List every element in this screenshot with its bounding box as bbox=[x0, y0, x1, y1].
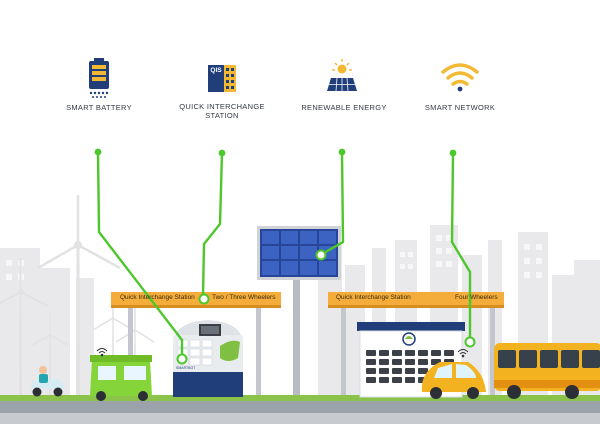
qis-station-icon bbox=[208, 65, 236, 92]
grass-strip bbox=[0, 395, 600, 401]
wifi-icon bbox=[441, 63, 479, 92]
connector-lines bbox=[96, 151, 472, 356]
solar-panel-icon bbox=[327, 59, 357, 92]
connector-endpoints bbox=[176, 249, 476, 365]
connector-dots bbox=[94, 148, 457, 157]
road bbox=[0, 401, 600, 413]
electric-car bbox=[421, 362, 486, 399]
battery-swap-kiosk bbox=[173, 320, 243, 397]
left-station-name: Quick Interchange Station bbox=[120, 294, 195, 301]
label-smart-network: SMART NETWORK bbox=[424, 103, 496, 112]
solar-panel-tower bbox=[257, 226, 341, 395]
electric-rickshaw bbox=[90, 355, 152, 401]
qis-icon-text: QIS bbox=[210, 67, 222, 74]
right-station-vehicle-type: Four Wheelers bbox=[455, 294, 498, 301]
label-qis-line2: STATION bbox=[205, 111, 239, 120]
kiosk-brand: SMARTBOT bbox=[176, 366, 196, 370]
label-smart-battery: SMART BATTERY bbox=[66, 103, 132, 112]
right-station-canopy bbox=[328, 292, 504, 395]
electric-bus bbox=[494, 343, 600, 399]
pavement bbox=[0, 413, 600, 424]
electric-scooter bbox=[30, 366, 64, 397]
label-qis-line1: QUICK INTERCHANGE bbox=[179, 102, 265, 111]
vehicle-wifi-signal-icon bbox=[96, 348, 469, 358]
label-renewable-energy: RENEWABLE ENERGY bbox=[301, 103, 387, 112]
label-quick-interchange-station: QUICK INTERCHANGE STATION bbox=[172, 102, 272, 120]
building-windows bbox=[6, 235, 542, 280]
right-station-name: Quick Interchange Station bbox=[336, 294, 411, 301]
battery-icon bbox=[89, 58, 109, 98]
left-station-vehicle-type: Two / Three Wheelers bbox=[212, 294, 276, 301]
